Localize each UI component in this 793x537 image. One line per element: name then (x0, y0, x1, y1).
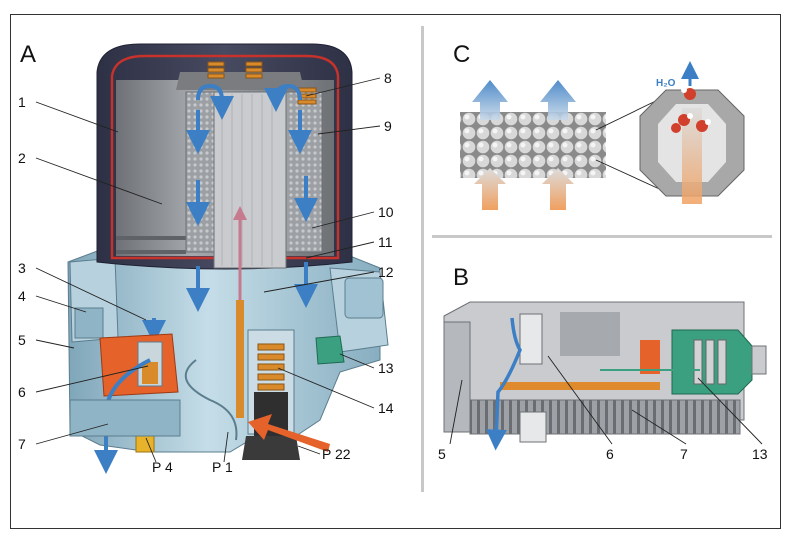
left-port (74, 307, 104, 339)
panel-c-drawing: H₂O (460, 61, 745, 210)
panel-divider-vertical (421, 26, 424, 492)
c-arrow-orange-1 (474, 168, 506, 210)
valve-6-spring (142, 362, 158, 384)
callout-a-13: 13 (378, 360, 394, 376)
panel-divider-horizontal (432, 235, 772, 238)
central-tube-texture (221, 94, 273, 266)
callout-b-7: 7 (680, 446, 688, 462)
panel-label-a: A (20, 41, 36, 68)
central-tube (213, 91, 287, 269)
callout-a-5: 5 (18, 332, 26, 348)
b-flow (485, 317, 522, 451)
orange-rod (236, 300, 244, 418)
callout-a-p1: P 1 (212, 459, 233, 475)
callout-a-1: 1 (18, 94, 26, 110)
figure-frame (10, 14, 781, 529)
zoom-line-bottom (595, 159, 667, 193)
panel-b-drawing (443, 301, 767, 451)
cartridge-liner (110, 54, 340, 260)
pore-flow (682, 108, 702, 204)
valve-13 (315, 335, 345, 365)
b-solenoid-spring (693, 339, 727, 385)
inlet-arrow (248, 414, 330, 452)
panel-label-b: B (453, 264, 469, 291)
water-molecules (671, 87, 711, 133)
panel-a-drawing (67, 43, 389, 474)
callout-a-p22: P 22 (322, 446, 351, 462)
callout-a-11: 11 (378, 234, 393, 250)
callout-a-10: 10 (378, 204, 394, 220)
callout-a-p4: P 4 (152, 459, 173, 475)
central-up-arrowhead (233, 206, 247, 220)
cartridge-band-2 (116, 250, 186, 254)
callout-a-8: 8 (384, 70, 392, 86)
callout-b-13: 13 (752, 446, 768, 462)
panel-b-leaders (449, 355, 763, 445)
c-arrow-orange-2 (542, 168, 574, 210)
callout-b-6: 6 (606, 446, 614, 462)
top-spring-left (207, 61, 225, 79)
callout-a-2: 2 (18, 150, 26, 166)
callout-a-14: 14 (378, 400, 394, 416)
b-orange-valve (640, 340, 660, 374)
right-nut (344, 277, 384, 319)
top-spring-right (245, 61, 263, 79)
b-channel (500, 382, 660, 390)
callout-a-3: 3 (18, 260, 26, 276)
c-arrow-blue-1 (472, 80, 508, 120)
flow-arrows-down (142, 83, 318, 344)
b-cooling-fins (469, 399, 741, 435)
foot (69, 399, 181, 437)
port-p1-channel (184, 359, 238, 441)
b-solenoid-cap (751, 345, 767, 375)
panel-label-c: C (453, 41, 470, 68)
callout-a-4: 4 (18, 288, 26, 304)
b-cylinder (519, 411, 547, 443)
filter-mesh-right (285, 91, 323, 253)
bead-bed (460, 112, 606, 178)
callout-a-9: 9 (384, 118, 392, 134)
b-valve-6 (519, 313, 543, 365)
callout-b-5: 5 (438, 446, 446, 462)
cartridge-band-1 (116, 236, 186, 240)
b-left-wall (443, 321, 471, 433)
inlet-nut (242, 436, 300, 460)
b-inner-cavity (560, 312, 620, 356)
formula-label: H₂O (656, 78, 676, 89)
callout-a-7: 7 (18, 436, 26, 452)
callout-a-12: 12 (378, 264, 394, 280)
callout-a-6: 6 (18, 384, 26, 400)
c-arrow-blue-2 (540, 80, 576, 120)
relief-spring (257, 343, 285, 391)
panel-a-leaders (35, 77, 381, 463)
